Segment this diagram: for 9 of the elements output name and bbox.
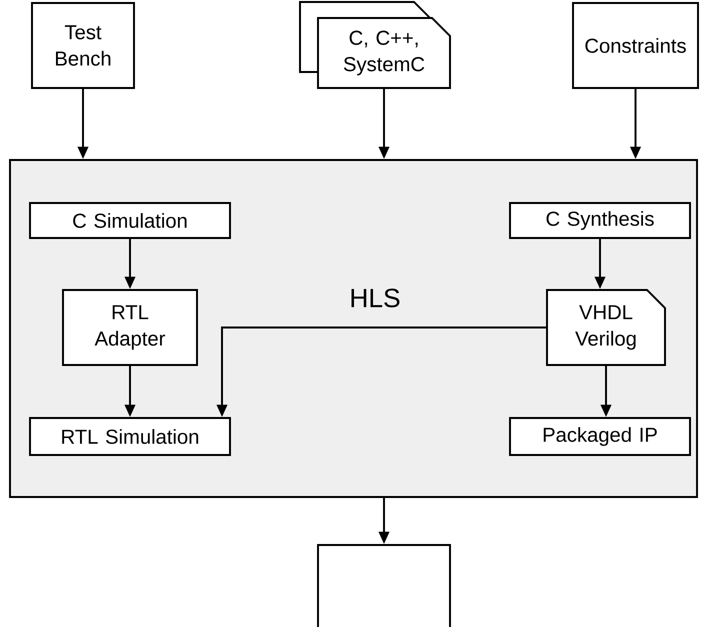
process-box: Packaged IP [509,417,691,456]
process-box: RTL Adapter [62,289,198,366]
process-box: Constraints [572,2,699,89]
process-box [317,544,451,627]
process-box: RTL Simulation [29,417,231,456]
document-stack: C, C++, SystemC [299,1,451,89]
process-box: C Simulation [29,202,231,239]
process-box: Test Bench [31,2,135,89]
process-box: C Synthesis [509,202,691,239]
